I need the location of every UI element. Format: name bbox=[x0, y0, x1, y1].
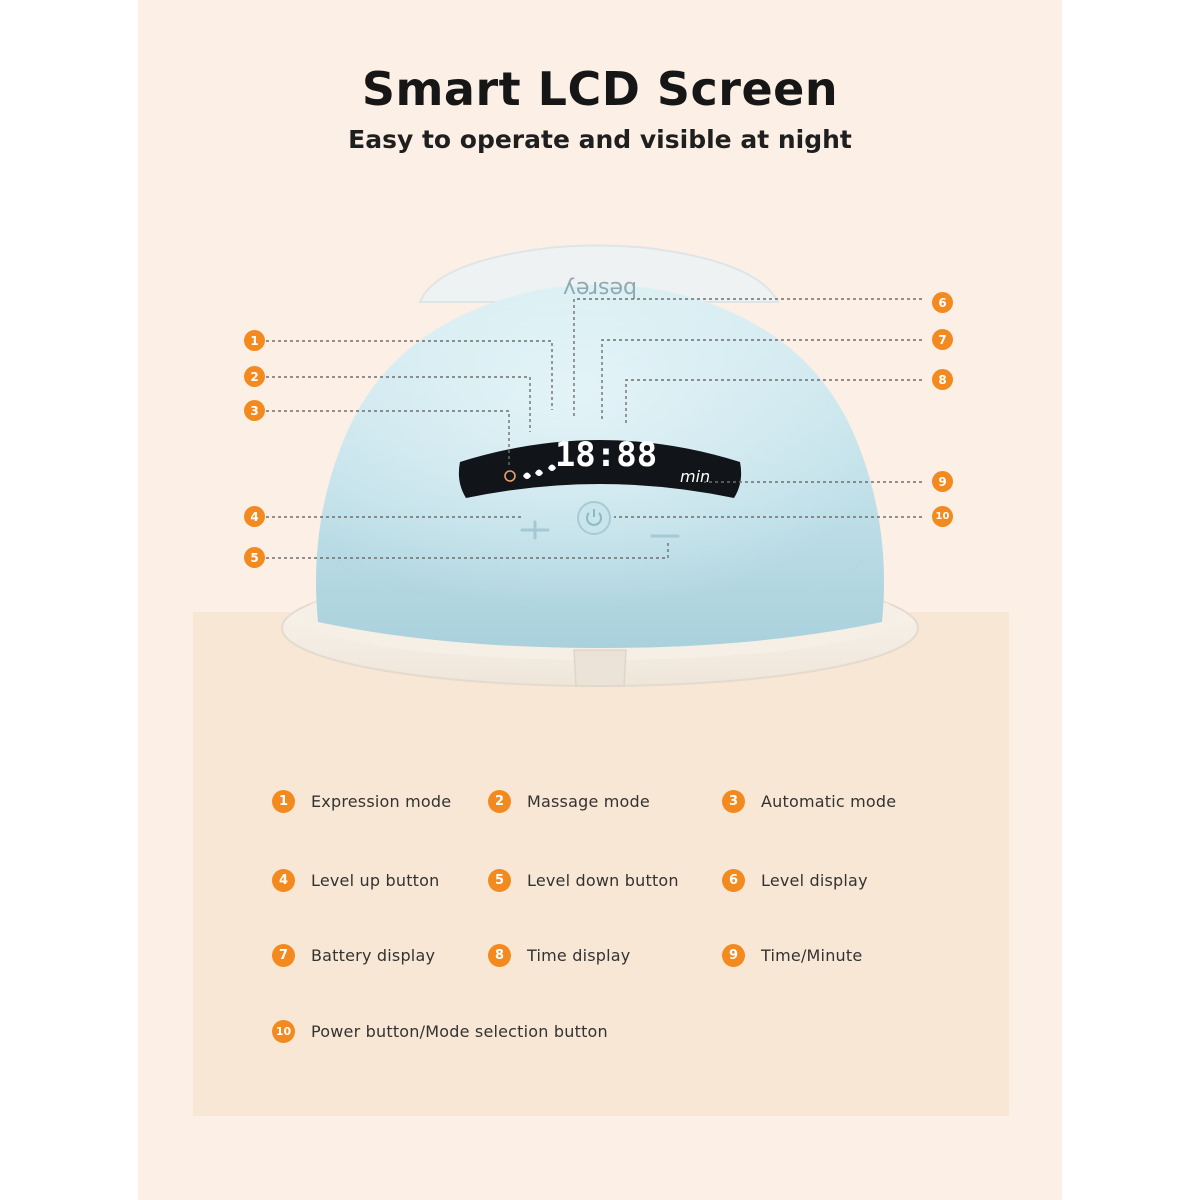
callout-7: 7 bbox=[932, 329, 953, 350]
legend-label: Time/Minute bbox=[761, 945, 863, 965]
callout-5: 5 bbox=[244, 547, 265, 568]
legend-label: Level down button bbox=[527, 870, 679, 890]
legend-item: 4 Level up button bbox=[272, 866, 439, 894]
legend-item: 2 Massage mode bbox=[488, 787, 650, 815]
legend-badge: 5 bbox=[488, 868, 511, 892]
legend-item: 7 Battery display bbox=[272, 941, 435, 969]
callout-2: 2 bbox=[244, 366, 265, 387]
legend-badge: 3 bbox=[722, 789, 745, 813]
callout-1: 1 bbox=[244, 330, 265, 351]
product-panel: Smart LCD Screen Easy to operate and vis… bbox=[138, 0, 1062, 1200]
legend-label: Expression mode bbox=[311, 791, 452, 811]
expression-mode-icon bbox=[523, 472, 531, 479]
automatic-mode-icon bbox=[504, 470, 516, 482]
legend-item: 8 Time display bbox=[488, 941, 630, 969]
callout-9: 9 bbox=[932, 471, 953, 492]
power-button[interactable] bbox=[577, 501, 611, 535]
legend-label: Battery display bbox=[311, 945, 436, 965]
level-up-button[interactable] bbox=[520, 520, 550, 540]
legend-badge: 1 bbox=[272, 789, 295, 813]
top-cap bbox=[418, 244, 780, 303]
legend-badge: 8 bbox=[488, 943, 511, 967]
legend-item: 6 Level display bbox=[722, 866, 868, 894]
stone-pedestal bbox=[193, 612, 1009, 1116]
legend-badge: 6 bbox=[722, 868, 745, 892]
page-subtitle: Easy to operate and visible at night bbox=[348, 125, 852, 154]
legend-label: Power button/Mode selection button bbox=[311, 1021, 608, 1041]
legend-label: Time display bbox=[527, 945, 631, 965]
legend-badge: 7 bbox=[272, 943, 295, 967]
callout-leaders bbox=[266, 298, 922, 559]
legend-item: 5 Level down button bbox=[488, 866, 679, 894]
legend-label: Massage mode bbox=[527, 791, 650, 811]
legend-badge: 10 bbox=[272, 1019, 295, 1043]
device-illustration: besrey 18:88 min bbox=[266, 244, 922, 687]
level-display-icon bbox=[548, 464, 556, 471]
callout-6: 6 bbox=[932, 292, 953, 313]
legend-label: Level up button bbox=[311, 870, 440, 890]
legend-item: 3 Automatic mode bbox=[722, 787, 896, 815]
callout-10: 10 bbox=[932, 506, 953, 527]
power-icon bbox=[586, 512, 602, 526]
legend-item: 9 Time/Minute bbox=[722, 941, 862, 969]
time-display: 18:88 bbox=[555, 435, 657, 475]
page-title: Smart LCD Screen bbox=[361, 62, 839, 116]
callout-8: 8 bbox=[932, 369, 953, 390]
callout-3: 3 bbox=[244, 400, 265, 421]
legend-label: Automatic mode bbox=[761, 791, 897, 811]
legend-label: Level display bbox=[761, 870, 868, 890]
lcd-screen: 18:88 min bbox=[458, 435, 742, 498]
legend-item: 1 Expression mode bbox=[272, 787, 451, 815]
callout-4: 4 bbox=[244, 506, 265, 527]
legend-badge: 9 bbox=[722, 943, 745, 967]
legend-badge: 4 bbox=[272, 868, 295, 892]
legend-badge: 2 bbox=[488, 789, 511, 813]
legend-item: 10 Power button/Mode selection button bbox=[272, 1017, 608, 1045]
time-unit-label: min bbox=[680, 467, 710, 486]
massage-mode-icon bbox=[535, 469, 543, 476]
brand-logo: besrey bbox=[563, 276, 637, 301]
